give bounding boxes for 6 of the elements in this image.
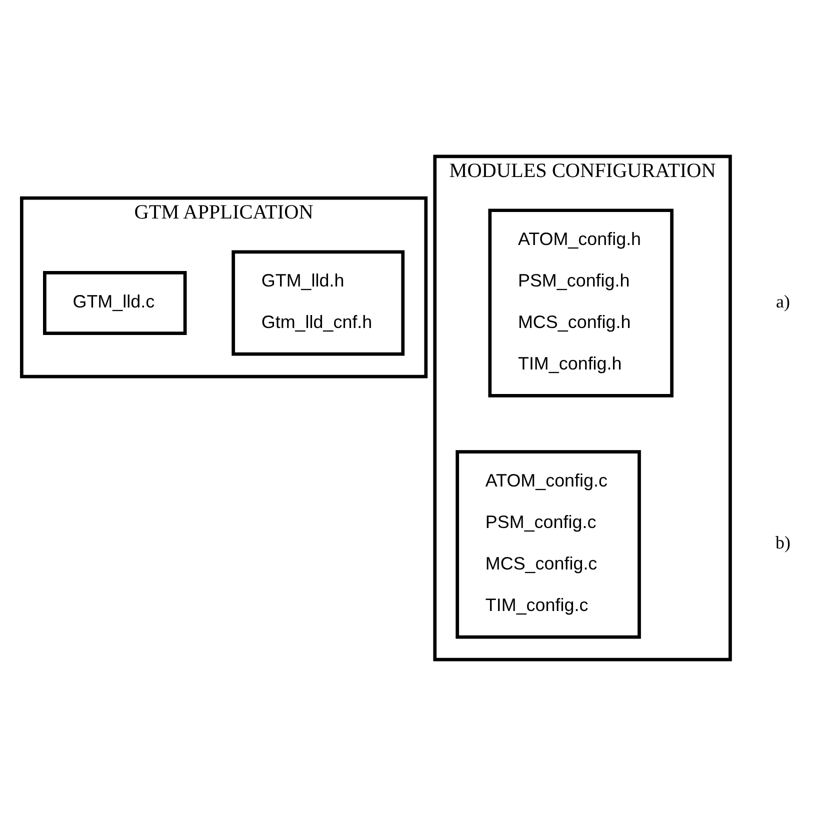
- node-box: ATOM_config.c PSM_config.c MCS_config.c TIM_config.c: [456, 450, 641, 638]
- label: b): [776, 532, 790, 552]
- node-box: GTM_lld.h Gtm_lld_cnf.h: [232, 250, 405, 356]
- node-box: GTM_lld.c: [43, 270, 187, 335]
- node-box: ATOM_config.h PSM_config.h MCS_config.h TIM_config.h: [488, 208, 674, 397]
- label: a): [776, 290, 790, 311]
